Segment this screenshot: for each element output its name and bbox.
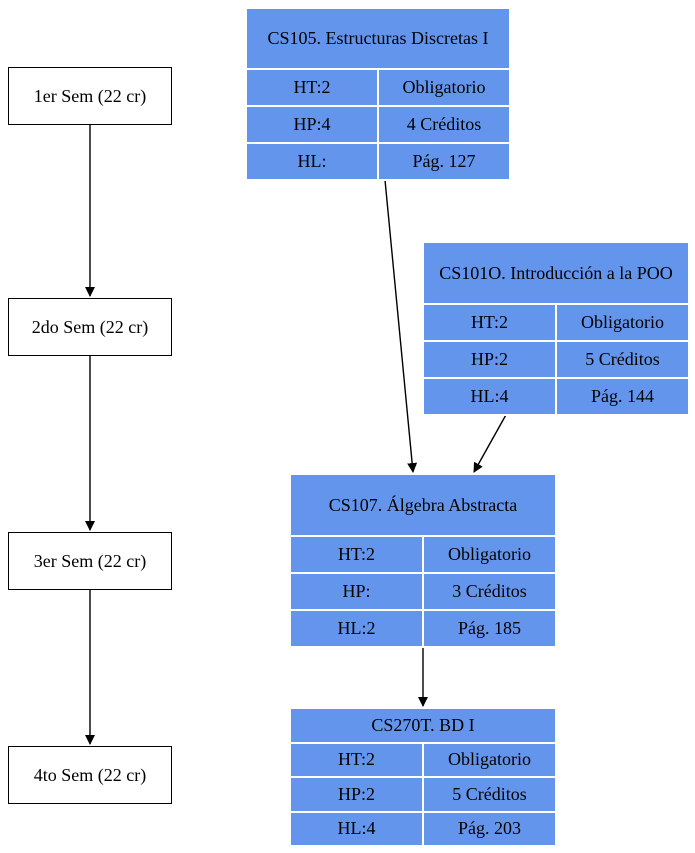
course-hp: HP:4 bbox=[247, 107, 377, 142]
course-hp: HP:2 bbox=[424, 342, 555, 377]
course-hl: HL:2 bbox=[291, 611, 422, 646]
course-credits: 3 Créditos bbox=[424, 574, 555, 609]
course-type: Obligatorio bbox=[379, 70, 509, 105]
course-credits: 5 Créditos bbox=[424, 778, 555, 811]
semester-node-2: 2do Sem (22 cr) bbox=[8, 298, 172, 356]
course-credits: 4 Créditos bbox=[379, 107, 509, 142]
course-type: Obligatorio bbox=[424, 537, 555, 572]
course-ht: HT:2 bbox=[424, 305, 555, 340]
course-hp: HP: bbox=[291, 574, 422, 609]
course-credits: 5 Créditos bbox=[557, 342, 688, 377]
course-page: Pág. 185 bbox=[424, 611, 555, 646]
course-page: Pág. 127 bbox=[379, 144, 509, 179]
course-ht: HT:2 bbox=[291, 743, 422, 776]
course-hl: HL: bbox=[247, 144, 377, 179]
course-type: Obligatorio bbox=[424, 743, 555, 776]
course-hl: HL:4 bbox=[424, 379, 555, 414]
course-title: CS105. Estructuras Discretas I bbox=[247, 9, 509, 68]
edge-cs101o-cs107 bbox=[473, 412, 508, 473]
course-type: Obligatorio bbox=[557, 305, 688, 340]
course-title: CS101O. Introducción a la POO bbox=[424, 243, 688, 303]
course-page: Pág. 144 bbox=[557, 379, 688, 414]
edge-cs105-cs107 bbox=[384, 179, 418, 473]
course-ht: HT:2 bbox=[247, 70, 377, 105]
course-ht: HT:2 bbox=[291, 537, 422, 572]
semester-node-4: 4to Sem (22 cr) bbox=[8, 746, 172, 804]
course-title: CS107. Álgebra Abstracta bbox=[291, 475, 555, 535]
course-title: CS270T. BD I bbox=[291, 709, 555, 742]
course-hl: HL:4 bbox=[291, 812, 422, 845]
semester-node-3: 3er Sem (22 cr) bbox=[8, 532, 172, 590]
semester-node-1: 1er Sem (22 cr) bbox=[8, 67, 172, 125]
course-hp: HP:2 bbox=[291, 778, 422, 811]
course-page: Pág. 203 bbox=[424, 812, 555, 845]
